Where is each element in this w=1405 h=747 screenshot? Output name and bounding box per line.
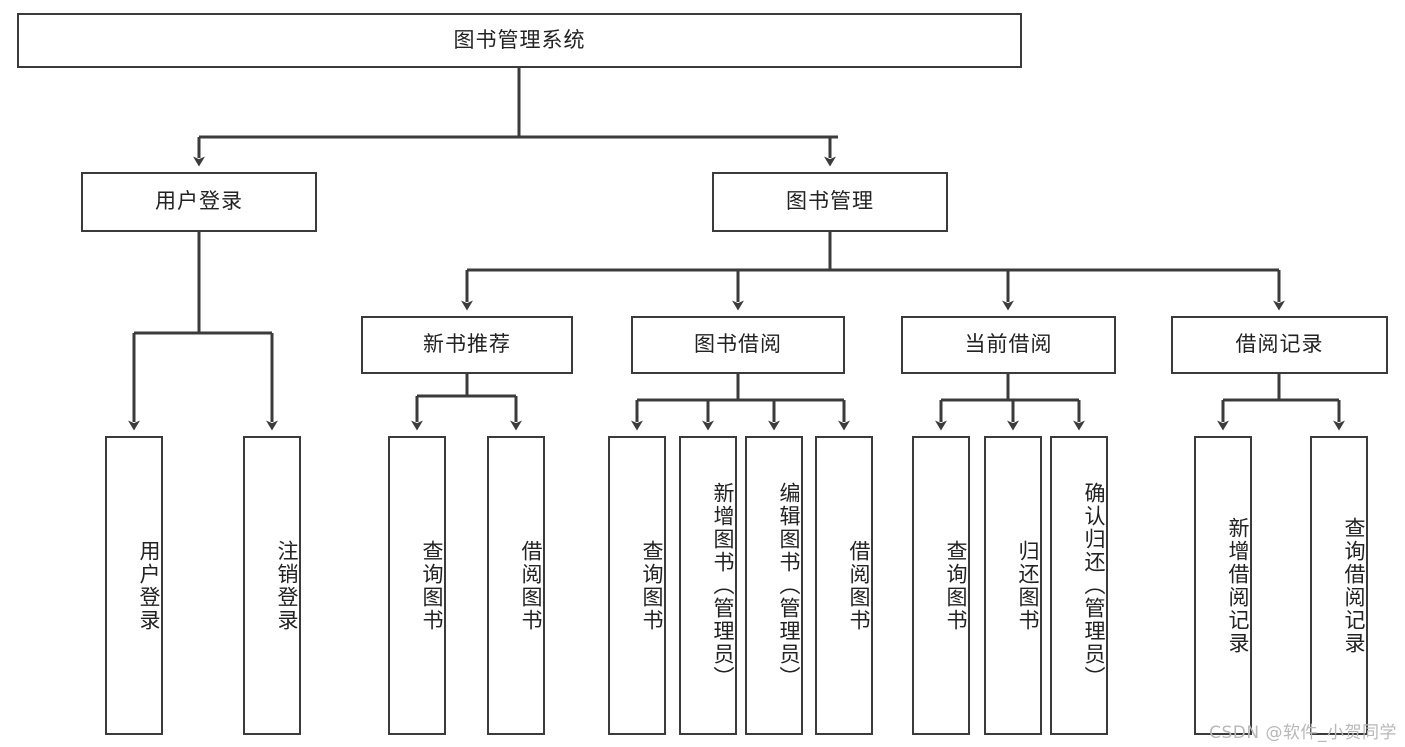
node-leaf-query-book-recommend[interactable]: 查询图书 [388,436,446,735]
node-label: 查询借阅记录 [1342,516,1366,655]
node-root-system[interactable]: 图书管理系统 [17,13,1022,68]
node-label: 查询图书 [420,539,444,632]
node-label: 图书管理 [786,189,874,214]
node-label: 用户登录 [155,189,243,214]
node-book-manage[interactable]: 图书管理 [712,172,948,232]
node-leaf-user-login[interactable]: 用户登录 [105,436,163,735]
node-leaf-return-book[interactable]: 归还图书 [984,436,1042,735]
node-label: 注销登录 [275,539,299,632]
node-leaf-query-book-borrow[interactable]: 查询图书 [608,436,666,735]
node-label: 归还图书 [1016,539,1040,632]
node-label: 当前借阅 [964,332,1053,357]
node-leaf-confirm-return-admin[interactable]: 确认归还（管理员） [1050,436,1108,735]
node-user-login[interactable]: 用户登录 [81,172,317,232]
node-label: 查询图书 [640,539,664,632]
node-label: 借阅图书 [519,539,543,632]
node-leaf-borrow-book-recommend[interactable]: 借阅图书 [487,436,545,735]
node-label: 用户登录 [137,539,161,632]
node-label: 借阅记录 [1235,332,1324,357]
node-leaf-query-book-current[interactable]: 查询图书 [912,436,970,735]
csdn-watermark: CSDN @软件_小贺同学 [1209,723,1397,743]
node-label: 借阅图书 [847,539,871,632]
node-label: 查询图书 [944,539,968,632]
node-label: 新书推荐 [423,332,511,357]
node-label: 图书借阅 [694,332,782,357]
node-borrow-record[interactable]: 借阅记录 [1171,316,1388,374]
node-label: 图书管理系统 [453,27,586,52]
node-new-book-recommend[interactable]: 新书推荐 [361,316,573,374]
node-label: 新增借阅记录 [1226,516,1250,655]
node-leaf-edit-book-admin[interactable]: 编辑图书（管理员） [745,436,803,735]
node-label: 确认归还（管理员） [1082,482,1106,689]
node-leaf-add-book-admin[interactable]: 新增图书（管理员） [679,436,737,735]
node-book-borrow[interactable]: 图书借阅 [631,316,845,374]
node-leaf-query-borrow-record[interactable]: 查询借阅记录 [1310,436,1368,735]
node-leaf-borrow-book[interactable]: 借阅图书 [815,436,873,735]
node-label: 新增图书（管理员） [711,482,735,689]
node-label: 编辑图书（管理员） [777,482,801,689]
node-leaf-add-borrow-record[interactable]: 新增借阅记录 [1194,436,1252,735]
node-current-borrow[interactable]: 当前借阅 [901,316,1116,374]
node-leaf-user-logout[interactable]: 注销登录 [243,436,301,735]
